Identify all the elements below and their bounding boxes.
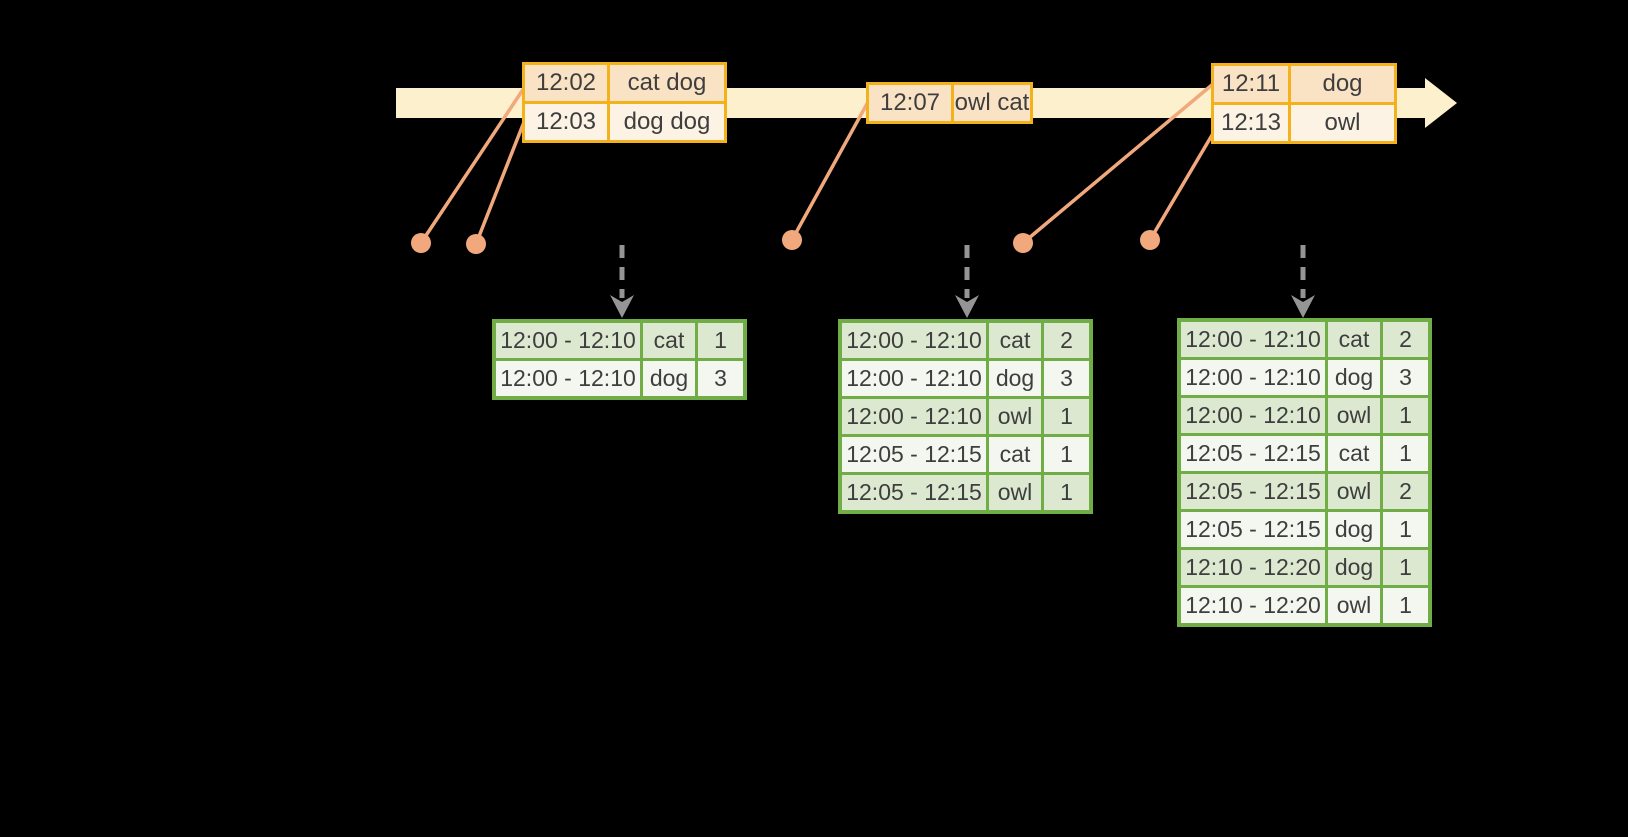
count-cell: 3	[698, 361, 743, 396]
count-cell: 1	[1383, 436, 1428, 471]
connector-line	[419, 86, 526, 245]
window-cell: 12:05 - 12:15	[1181, 512, 1325, 547]
event-dot	[466, 234, 486, 254]
count-cell: 1	[1044, 475, 1089, 510]
event-table-1: 12:02 cat dog 12:03 dog dog	[522, 62, 727, 143]
word-cell: dog	[1328, 550, 1380, 585]
count-cell: 1	[1383, 550, 1428, 585]
event-words-cell: dog	[1291, 66, 1394, 102]
window-cell: 12:00 - 12:10	[842, 323, 986, 358]
word-cell: cat	[1328, 322, 1380, 357]
result-table-3: 12:00 - 12:10 cat 2 12:00 - 12:10 dog 3 …	[1177, 318, 1432, 627]
connector-line	[1148, 123, 1220, 242]
count-cell: 3	[1383, 360, 1428, 395]
count-cell: 1	[1383, 398, 1428, 433]
result-table-1: 12:00 - 12:10 cat 1 12:00 - 12:10 dog 3	[492, 319, 747, 400]
event-table-2: 12:07 owl cat	[866, 82, 1033, 124]
window-cell: 12:05 - 12:15	[1181, 474, 1325, 509]
connector-line	[1021, 82, 1215, 245]
event-dot	[1140, 230, 1160, 250]
count-cell: 1	[1383, 512, 1428, 547]
connector-line	[790, 100, 870, 242]
count-cell: 1	[698, 323, 743, 358]
event-time-cell: 12:07	[869, 85, 951, 121]
word-cell: cat	[989, 323, 1041, 358]
event-time-cell: 12:11	[1214, 66, 1288, 102]
word-cell: owl	[1328, 588, 1380, 623]
word-cell: cat	[643, 323, 695, 358]
window-cell: 12:00 - 12:10	[1181, 322, 1325, 357]
window-cell: 12:00 - 12:10	[496, 361, 640, 396]
word-cell: dog	[1328, 512, 1380, 547]
word-cell: owl	[989, 475, 1041, 510]
window-cell: 12:10 - 12:20	[1181, 588, 1325, 623]
window-cell: 12:05 - 12:15	[842, 437, 986, 472]
count-cell: 2	[1383, 322, 1428, 357]
trigger-arrow-icon	[610, 245, 634, 318]
event-time-cell: 12:02	[525, 65, 607, 101]
word-cell: cat	[1328, 436, 1380, 471]
window-cell: 12:05 - 12:15	[842, 475, 986, 510]
result-table-2: 12:00 - 12:10 cat 2 12:00 - 12:10 dog 3 …	[838, 319, 1093, 514]
count-cell: 2	[1383, 474, 1428, 509]
event-time-cell: 12:03	[525, 104, 607, 140]
word-cell: dog	[643, 361, 695, 396]
timeline-arrow-head-icon	[1425, 78, 1457, 128]
word-cell: owl	[1328, 398, 1380, 433]
window-cell: 12:10 - 12:20	[1181, 550, 1325, 585]
trigger-arrow-icon	[955, 245, 979, 318]
event-words-cell: owl cat	[954, 85, 1030, 121]
window-cell: 12:00 - 12:10	[1181, 360, 1325, 395]
word-cell: cat	[989, 437, 1041, 472]
connector-line	[474, 120, 526, 246]
count-cell: 1	[1044, 437, 1089, 472]
word-cell: dog	[1328, 360, 1380, 395]
word-cell: owl	[1328, 474, 1380, 509]
event-words-cell: cat dog	[610, 65, 724, 101]
count-cell: 1	[1044, 399, 1089, 434]
count-cell: 1	[1383, 588, 1428, 623]
event-time-cell: 12:13	[1214, 105, 1288, 141]
count-cell: 2	[1044, 323, 1089, 358]
window-cell: 12:00 - 12:10	[496, 323, 640, 358]
window-cell: 12:00 - 12:10	[1181, 398, 1325, 433]
event-dot	[411, 233, 431, 253]
trigger-arrow-icon	[1291, 245, 1315, 318]
event-table-3: 12:11 dog 12:13 owl	[1211, 63, 1397, 144]
count-cell: 3	[1044, 361, 1089, 396]
window-cell: 12:00 - 12:10	[842, 361, 986, 396]
event-dot	[782, 230, 802, 250]
event-words-cell: dog dog	[610, 104, 724, 140]
event-dot	[1013, 233, 1033, 253]
word-cell: dog	[989, 361, 1041, 396]
word-cell: owl	[989, 399, 1041, 434]
event-words-cell: owl	[1291, 105, 1394, 141]
window-cell: 12:00 - 12:10	[842, 399, 986, 434]
window-cell: 12:05 - 12:15	[1181, 436, 1325, 471]
